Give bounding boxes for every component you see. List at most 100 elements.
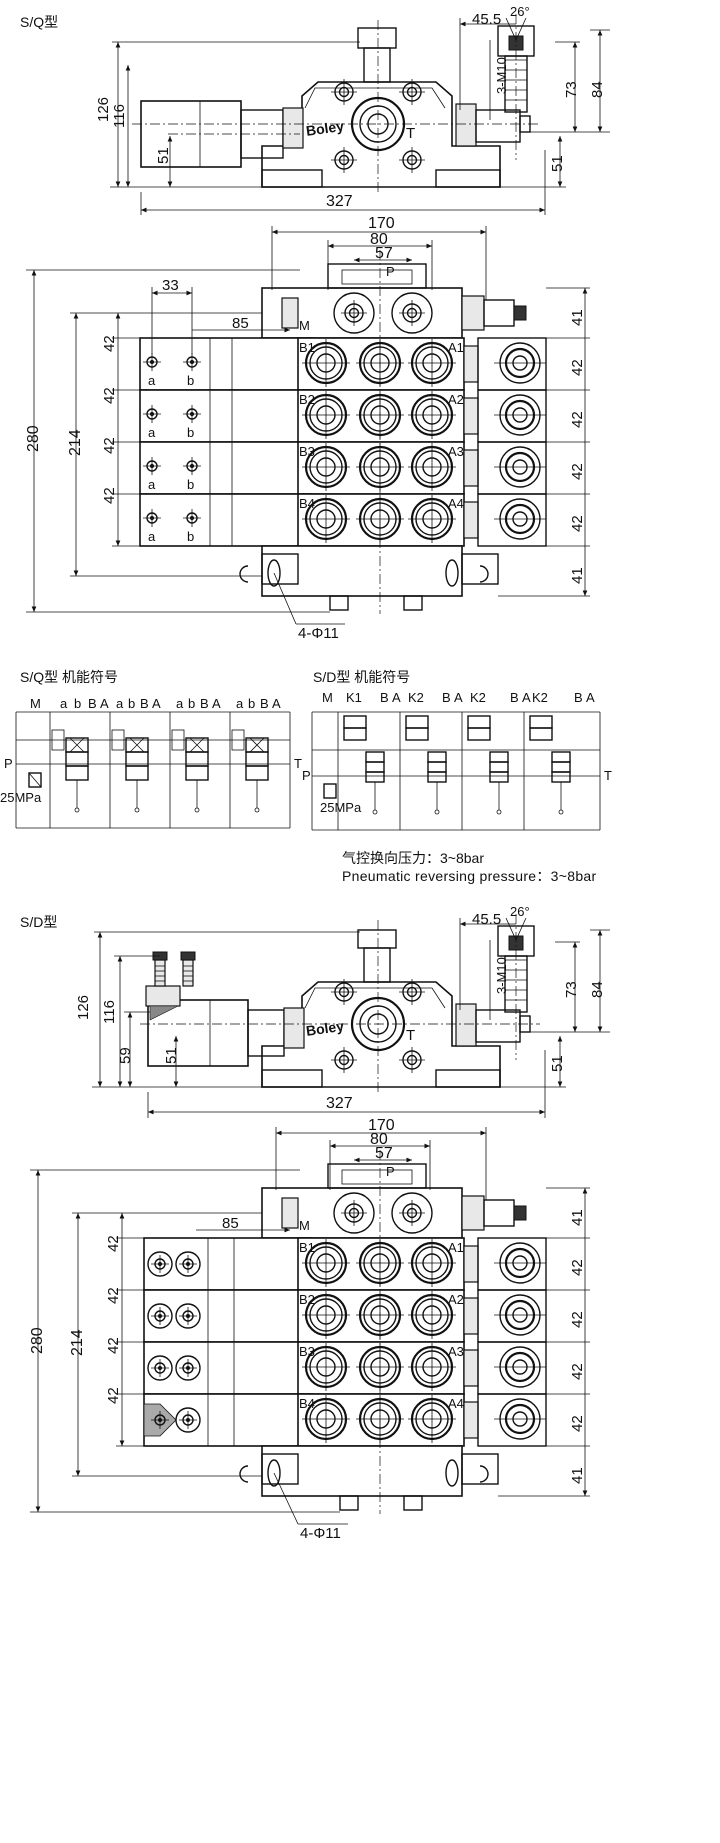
sch-sq-B4: B bbox=[260, 696, 269, 711]
header-sq: S/Q型 bbox=[20, 14, 59, 30]
dim-214-sd: 214 bbox=[69, 1329, 86, 1356]
sch-sd-A3: A bbox=[522, 690, 531, 705]
dim-85: 85 bbox=[232, 315, 249, 332]
label-3-m10: 3-M10 bbox=[494, 57, 509, 94]
label-a3-sd: A3 bbox=[448, 1344, 464, 1359]
sd-schematic: M K1 K2 K2 K2 B A B A B A B A P T 25MPa bbox=[302, 690, 612, 831]
sq-section-2 bbox=[139, 389, 548, 443]
sq-front-dimensions: 126 116 51 327 45.5 26° 3-M10 73 84 51 bbox=[95, 4, 610, 215]
dim-280-sd: 280 bbox=[29, 1327, 46, 1354]
label-b1: B1 bbox=[299, 340, 315, 355]
sch-sq-b3: b bbox=[188, 696, 195, 711]
sch-sd-A2: A bbox=[454, 690, 463, 705]
port-label-m: M bbox=[299, 318, 310, 333]
sch-sd-B1: B bbox=[380, 690, 389, 705]
label-b4-sd: B4 bbox=[299, 1396, 315, 1411]
sd-section-4 bbox=[143, 1393, 548, 1447]
header-sd-symbol: S/D型 机能符号 bbox=[313, 669, 411, 685]
dim-126-sd: 126 bbox=[75, 995, 92, 1020]
dim-170-sd: 170 bbox=[368, 1117, 395, 1134]
sch-sd-t: T bbox=[604, 768, 612, 783]
label-4-phi11-sd: 4-Φ11 bbox=[300, 1525, 341, 1542]
sch-sd-k2-3: K2 bbox=[532, 690, 548, 705]
dim-26-deg: 26° bbox=[510, 4, 530, 19]
dim-42-r1: 42 bbox=[569, 359, 586, 376]
dim-42-sd-r2: 42 bbox=[569, 1311, 586, 1328]
dim-42-r2: 42 bbox=[569, 411, 586, 428]
dim-327-sd: 327 bbox=[326, 1095, 353, 1112]
dim-170: 170 bbox=[368, 215, 395, 232]
dim-42-sd-l4: 42 bbox=[105, 1387, 122, 1404]
dim-42-l4: 42 bbox=[101, 487, 118, 504]
dim-84: 84 bbox=[589, 81, 606, 98]
dim-51-right: 51 bbox=[549, 155, 566, 172]
sch-sd-B2: B bbox=[442, 690, 451, 705]
dim-45-5-sd: 45.5 bbox=[472, 911, 501, 928]
port-label-m-sd: M bbox=[299, 1218, 310, 1233]
sch-sq-B3: B bbox=[200, 696, 209, 711]
label-b-2: b bbox=[187, 425, 194, 440]
label-a-3: a bbox=[148, 477, 156, 492]
label-b2-sd: B2 bbox=[299, 1292, 315, 1307]
dim-73-sd: 73 bbox=[563, 981, 580, 998]
port-label-t: T bbox=[406, 125, 415, 142]
sch-sd-k2-1: K2 bbox=[408, 690, 424, 705]
dim-73: 73 bbox=[563, 81, 580, 98]
sch-sd-B4: B bbox=[574, 690, 583, 705]
dim-51-sd-right: 51 bbox=[549, 1055, 566, 1072]
dim-33: 33 bbox=[162, 277, 179, 294]
sch-sd-k2-2: K2 bbox=[470, 690, 486, 705]
sq-section-3 bbox=[139, 441, 548, 495]
label-b-4: b bbox=[187, 529, 194, 544]
label-b2: B2 bbox=[299, 392, 315, 407]
sd-section-3 bbox=[143, 1341, 548, 1395]
sch-sq-a3: a bbox=[176, 696, 184, 711]
sch-sq-b2: b bbox=[128, 696, 135, 711]
brand-logo-sd: Boley bbox=[305, 1018, 345, 1039]
dim-214: 214 bbox=[67, 429, 84, 456]
port-label-p: P bbox=[386, 264, 395, 279]
label-a1-sd: A1 bbox=[448, 1240, 464, 1255]
dim-42-r3: 42 bbox=[569, 463, 586, 480]
sch-sq-m: M bbox=[30, 696, 41, 711]
sch-sq-t: T bbox=[294, 756, 302, 771]
dim-42-sd-r3: 42 bbox=[569, 1363, 586, 1380]
dim-42-r4: 42 bbox=[569, 515, 586, 532]
dim-116-sd: 116 bbox=[101, 1000, 118, 1024]
sch-sd-pressure: 25MPa bbox=[320, 800, 362, 815]
sch-sd-p: P bbox=[302, 768, 311, 783]
header-sd: S/D型 bbox=[20, 914, 58, 930]
label-b-3: b bbox=[187, 477, 194, 492]
dim-51-sd-left: 51 bbox=[163, 1047, 180, 1064]
label-a4-sd: A4 bbox=[448, 1396, 464, 1411]
sch-sq-A2: A bbox=[152, 696, 161, 711]
sch-sd-B3: B bbox=[510, 690, 519, 705]
dim-45-5: 45.5 bbox=[472, 11, 501, 28]
label-4-phi11: 4-Φ11 bbox=[298, 625, 339, 642]
dim-41-sd-r1: 41 bbox=[569, 1209, 586, 1226]
sd-front-view: Boley T bbox=[140, 914, 540, 1092]
sch-sq-A1: A bbox=[100, 696, 109, 711]
dim-41-r1: 41 bbox=[569, 309, 586, 326]
dim-57-sd: 57 bbox=[375, 1145, 393, 1162]
sch-sq-pressure: 25MPa bbox=[0, 790, 42, 805]
header-sq-symbol: S/Q型 机能符号 bbox=[20, 669, 119, 685]
dim-280: 280 bbox=[25, 425, 42, 452]
sch-sq-A3: A bbox=[212, 696, 221, 711]
sch-sq-A4: A bbox=[272, 696, 281, 711]
sch-sq-a4: a bbox=[236, 696, 244, 711]
dim-42-l1: 42 bbox=[101, 335, 118, 352]
dim-126: 126 bbox=[95, 97, 112, 122]
label-a-4: a bbox=[148, 529, 156, 544]
sch-sq-a2: a bbox=[116, 696, 124, 711]
dim-85-sd: 85 bbox=[222, 1215, 239, 1232]
dim-80: 80 bbox=[370, 231, 388, 248]
dim-42-sd-l3: 42 bbox=[105, 1337, 122, 1354]
dim-84-sd: 84 bbox=[589, 981, 606, 998]
sch-sq-B1: B bbox=[88, 696, 97, 711]
sq-top-dimensions: 170 80 57 33 85 280 214 42 42 42 42 bbox=[25, 215, 590, 642]
dim-80-sd: 80 bbox=[370, 1131, 388, 1148]
dim-116: 116 bbox=[111, 104, 128, 128]
sd-top-view: P M bbox=[143, 1150, 548, 1514]
